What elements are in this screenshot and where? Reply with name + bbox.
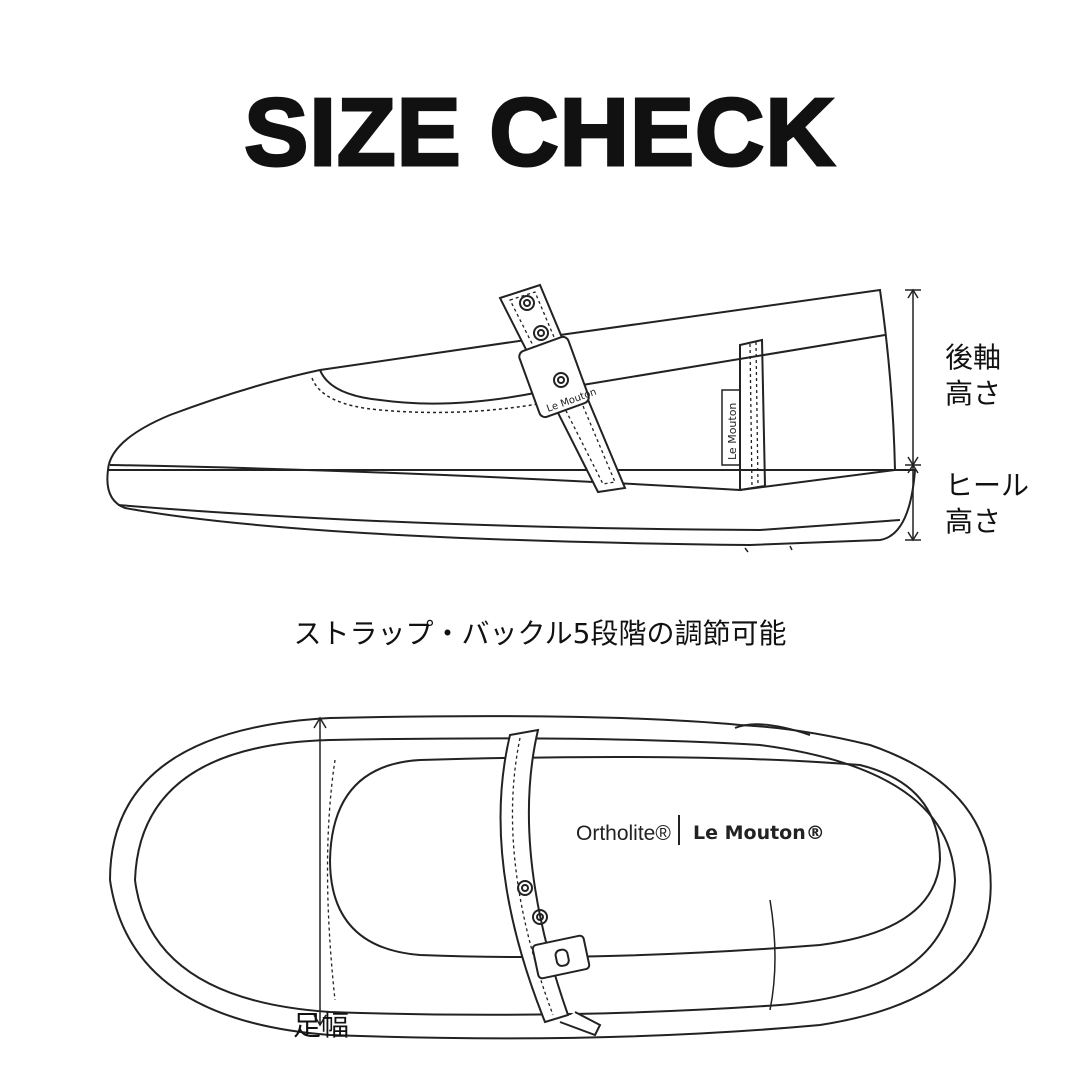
upper-outline-top	[133, 737, 957, 1016]
insole-outline	[328, 755, 942, 959]
le-mouton-logo: Le Mouton®	[693, 822, 825, 844]
upper-outline	[107, 288, 896, 471]
back-height-label: 後軸 高さ	[945, 340, 1001, 412]
strap-caption: ストラップ・バックル5段階の調節可能	[293, 617, 787, 650]
upper-line	[109, 464, 896, 492]
heel-counter	[739, 338, 767, 492]
heel-height-label-line1: ヒール	[945, 469, 1030, 502]
buckle-top	[531, 934, 591, 980]
foot-width-label: 足幅	[293, 1009, 350, 1042]
sole-line	[117, 504, 901, 532]
strap-top	[499, 728, 570, 1024]
back-height-label-line2: 高さ	[945, 377, 1002, 410]
heel-tab	[734, 723, 811, 736]
side-tag	[721, 389, 741, 466]
side-tag-text: Le Mouton	[726, 403, 739, 460]
side-view-shoe: Le Mouton Le Mouton	[106, 283, 917, 553]
heel-height-label-line2: 高さ	[945, 505, 1002, 538]
page-title: SIZE CHECK	[243, 78, 836, 188]
collar-outline	[319, 334, 886, 405]
heel-height-label: ヒール 高さ	[945, 468, 1029, 540]
collar-stitch	[311, 377, 561, 414]
back-height-dimension	[905, 288, 921, 542]
sole-outline	[106, 469, 917, 547]
back-height-label-line1: 後軸	[945, 341, 1002, 374]
outer-outline	[108, 715, 992, 1040]
top-view-shoe	[108, 715, 992, 1040]
foot-width-dimension	[313, 716, 327, 1027]
ortholite-logo: Ortholite®	[576, 822, 671, 845]
